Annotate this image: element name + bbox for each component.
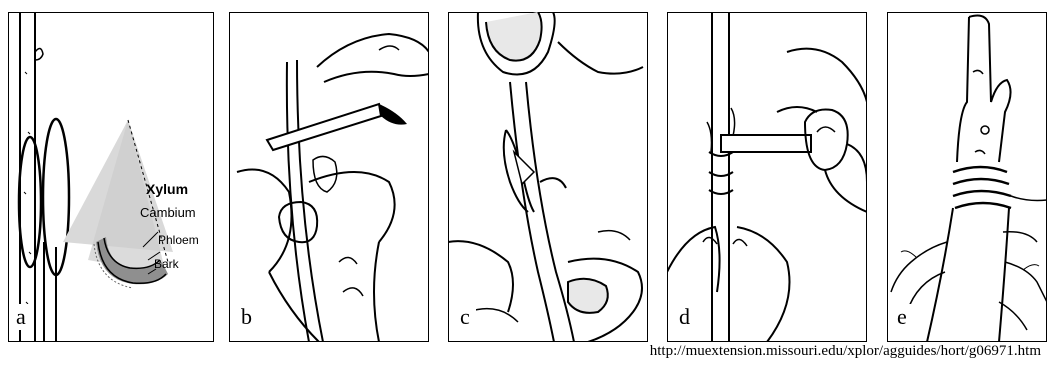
panel-b-illustration [229,12,429,342]
panel-label-e: e [891,304,913,330]
label-phloem: Phloem [158,233,199,247]
panel-d-illustration [667,12,867,342]
panel-c: c [448,12,648,342]
panel-a: Xylum Cambium Phloem Bark a [8,12,214,342]
panel-e-illustration [887,12,1047,342]
label-cambium: Cambium [140,205,196,220]
panel-c-illustration [448,12,648,342]
panel-b: b [229,12,429,342]
panel-a-illustration: Xylum Cambium Phloem Bark [8,12,214,342]
panel-d: d [667,12,867,342]
panel-label-a: a [10,304,32,330]
label-bark: Bark [154,257,180,271]
panel-label-d: d [673,304,696,330]
label-xylum: Xylum [146,181,188,197]
panel-e: e [887,12,1047,342]
panel-label-b: b [235,304,258,330]
panel-label-c: c [454,304,476,330]
source-url: http://muextension.missouri.edu/xplor/ag… [650,343,1041,360]
